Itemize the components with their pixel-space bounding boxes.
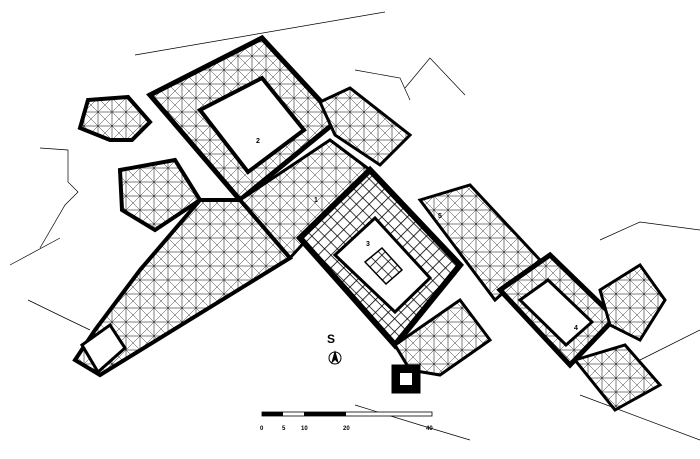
room-number-2: 2	[256, 138, 260, 145]
scale-bar: 0 5 10 20 40	[260, 411, 433, 432]
scale-tick-5: 5	[282, 426, 286, 432]
room-number-5: 5	[438, 213, 442, 220]
scale-tick-10: 10	[301, 426, 308, 432]
room-number-3: 3	[366, 241, 370, 248]
building-outline	[72, 34, 667, 412]
scale-tick-0: 0	[260, 426, 264, 432]
room-number-4: 4	[574, 325, 578, 332]
room-number-1: 1	[314, 197, 318, 204]
scale-tick-20: 20	[343, 426, 350, 432]
site-boundary-lines	[9, 11, 700, 441]
north-arrow: S	[327, 332, 342, 365]
north-arrow-icon	[328, 350, 342, 365]
scale-tick-40: 40	[426, 426, 433, 432]
north-arrow-letter: S	[327, 332, 335, 346]
